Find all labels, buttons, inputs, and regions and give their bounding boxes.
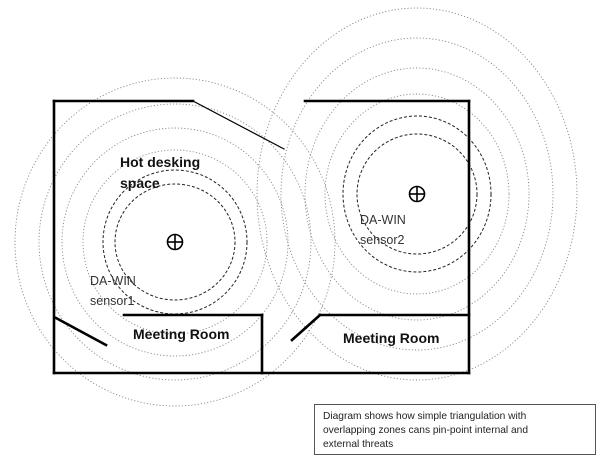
sensor2-outer-ring-3: [280, 37, 554, 351]
sensor2-label: DA-WIN sensor2: [360, 213, 409, 247]
sensor1-outer-ring-1: [82, 149, 268, 335]
sensor1-label-line2: sensor1: [90, 294, 135, 308]
caption-line-2: overlapping zones cans pin-point interna…: [323, 425, 529, 436]
sensor2-marker: [408, 185, 426, 203]
sensor1-label-line1: DA-WIN: [90, 274, 136, 288]
sensor2-coverage-zones: [256, 7, 578, 381]
hot-desking-label-line2: space: [120, 175, 160, 191]
sensor2-outer-ring-1: [324, 93, 510, 295]
sensor1-coverage-zones: [14, 77, 336, 407]
right-meeting-room-door: [290, 313, 322, 342]
diagram-caption: Diagram shows how simple triangulation w…: [314, 404, 596, 455]
caption-line-3: external threats: [323, 439, 394, 450]
sensor2-inner-ring-1: [356, 133, 478, 255]
meeting-room-right-label: Meeting Room: [343, 330, 439, 346]
sensor2-outer-ring-4: [256, 7, 578, 381]
sensor2-inner-ring-2: [342, 115, 492, 273]
sensor2-outer-ring-2: [304, 67, 530, 321]
building-walls: [52, 99, 471, 375]
door-swing-line: [192, 100, 285, 150]
sensor1-outer-ring-3: [38, 103, 312, 381]
sensor1-label: DA-WIN sensor1: [90, 274, 139, 308]
hot-desking-label: Hot desking space: [120, 154, 204, 191]
hot-desking-label-line1: Hot desking: [120, 154, 200, 170]
sensor2-label-line1: DA-WIN: [360, 213, 406, 227]
sensor1-outer-ring-4: [14, 77, 336, 407]
caption-line-1: Diagram shows how simple triangulation w…: [323, 411, 527, 422]
sensor2-label-line2: sensor2: [360, 233, 405, 247]
sensor1-inner-ring-1: [114, 183, 236, 301]
meeting-room-left-label: Meeting Room: [133, 326, 229, 342]
sensor1-marker: [166, 233, 184, 251]
left-meeting-room-door: [54, 316, 108, 347]
